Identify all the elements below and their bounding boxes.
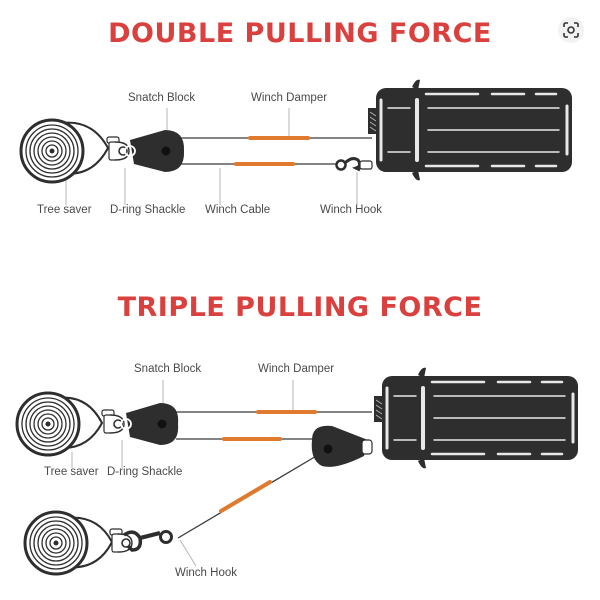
label-tree-saver: Tree saver <box>37 204 92 216</box>
label-d-ring-shackle: D-ring Shackle <box>110 204 186 216</box>
visual-search-button[interactable] <box>558 17 584 43</box>
tree-saver <box>15 391 81 457</box>
triple-diagram <box>15 365 580 576</box>
label-tree-saver: Tree saver <box>44 466 99 478</box>
label-snatch-block: Snatch Block <box>128 92 196 104</box>
label-snatch-block: Snatch Block <box>134 363 202 375</box>
vehicle <box>372 365 580 471</box>
double-diagram <box>19 77 574 205</box>
lens-icon <box>563 22 579 38</box>
label-winch-cable: Winch Cable <box>205 204 271 216</box>
triple-pulling-force-title: TRIPLE PULLING FORCE <box>117 292 483 323</box>
label-winch-hook: Winch Hook <box>320 204 382 216</box>
label-winch-damper: Winch Damper <box>251 92 328 104</box>
snatch-block <box>126 403 179 445</box>
winch-damper <box>219 410 317 513</box>
tree-saver-lower <box>23 510 89 576</box>
snatch-block-vehicle <box>311 425 368 467</box>
label-winch-hook: Winch Hook <box>175 567 237 579</box>
winch-hook <box>122 530 173 552</box>
label-d-ring-shackle: D-ring Shackle <box>107 466 183 478</box>
vehicle <box>366 77 574 183</box>
double-pulling-force-title: DOUBLE PULLING FORCE <box>108 18 492 49</box>
label-winch-damper: Winch Damper <box>258 363 335 375</box>
snatch-block <box>130 130 185 172</box>
winch-hook <box>335 157 373 172</box>
winch-damper <box>234 136 310 166</box>
tree-saver <box>19 118 85 184</box>
